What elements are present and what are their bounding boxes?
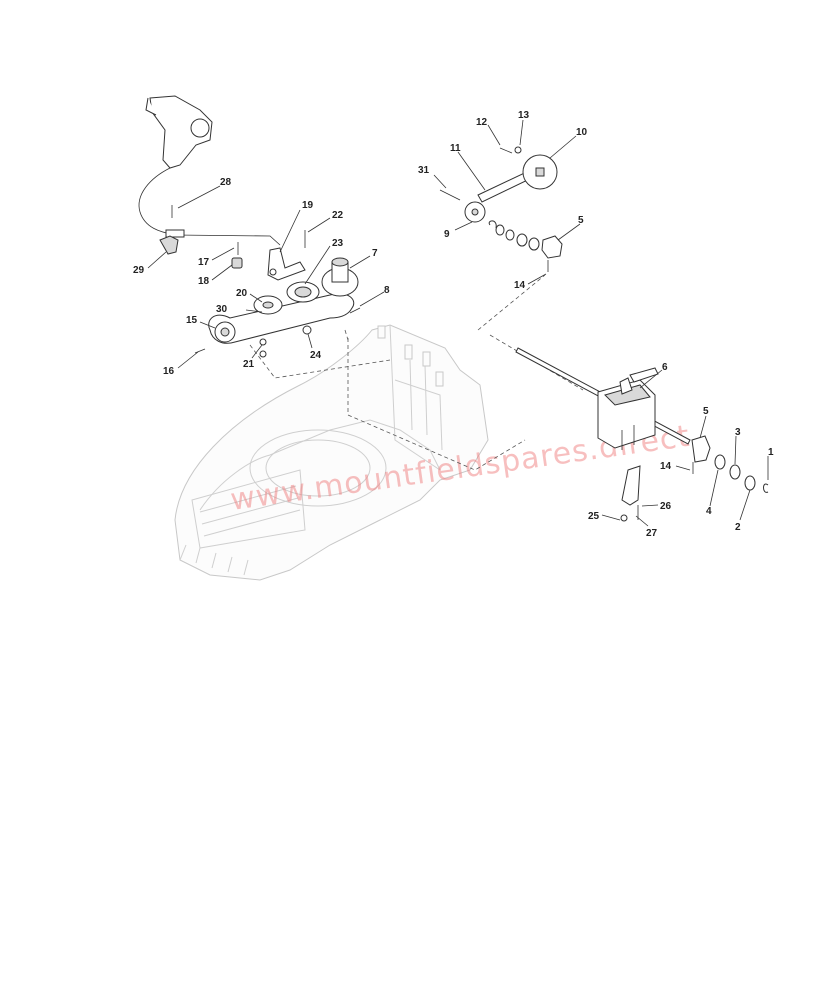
callout-10: 10 (576, 127, 588, 138)
callout-29: 29 (133, 265, 145, 276)
belt-and-pulleys (194, 257, 361, 358)
callout-28: 28 (220, 177, 232, 188)
mower-deck-outline (174, 324, 489, 581)
callout-14-lower: 14 (660, 461, 672, 472)
callout-1: 1 (768, 447, 774, 458)
callout-5-upper: 5 (578, 215, 584, 226)
callout-15: 15 (186, 315, 198, 326)
callout-20: 20 (236, 288, 248, 299)
callout-13: 13 (518, 110, 530, 121)
callout-17: 17 (198, 257, 210, 268)
callout-24: 24 (310, 350, 322, 361)
callout-7: 7 (372, 248, 378, 259)
assembly-lines (249, 274, 584, 471)
callout-12: 12 (476, 117, 488, 128)
leader-lines (147, 119, 769, 527)
callout-30: 30 (216, 304, 228, 315)
callout-25: 25 (588, 511, 600, 522)
callout-8: 8 (384, 285, 390, 296)
callout-19: 19 (302, 200, 314, 211)
callout-5-lower: 5 (703, 406, 709, 417)
callout-6: 6 (662, 362, 668, 373)
callout-27: 27 (646, 528, 658, 539)
chain-and-sprockets (439, 146, 563, 272)
callout-16: 16 (163, 366, 175, 377)
callout-4: 4 (706, 506, 712, 517)
callout-14-upper: 14 (514, 280, 526, 291)
callout-9: 9 (444, 229, 450, 240)
axle-and-gearbox (515, 347, 769, 522)
callout-labels: 1 2 3 4 5 5 6 7 8 9 10 11 12 13 14 14 15… (133, 110, 774, 539)
callout-26: 26 (660, 501, 672, 512)
callout-18: 18 (198, 276, 210, 287)
callout-21: 21 (243, 359, 255, 370)
drive-cable-and-lever (138, 95, 281, 255)
callout-22: 22 (332, 210, 344, 221)
idler-lever (231, 230, 306, 281)
callout-3: 3 (735, 427, 741, 438)
callout-23: 23 (332, 238, 344, 249)
callout-11: 11 (450, 143, 461, 154)
callout-2: 2 (735, 522, 741, 533)
callout-31: 31 (418, 165, 430, 176)
